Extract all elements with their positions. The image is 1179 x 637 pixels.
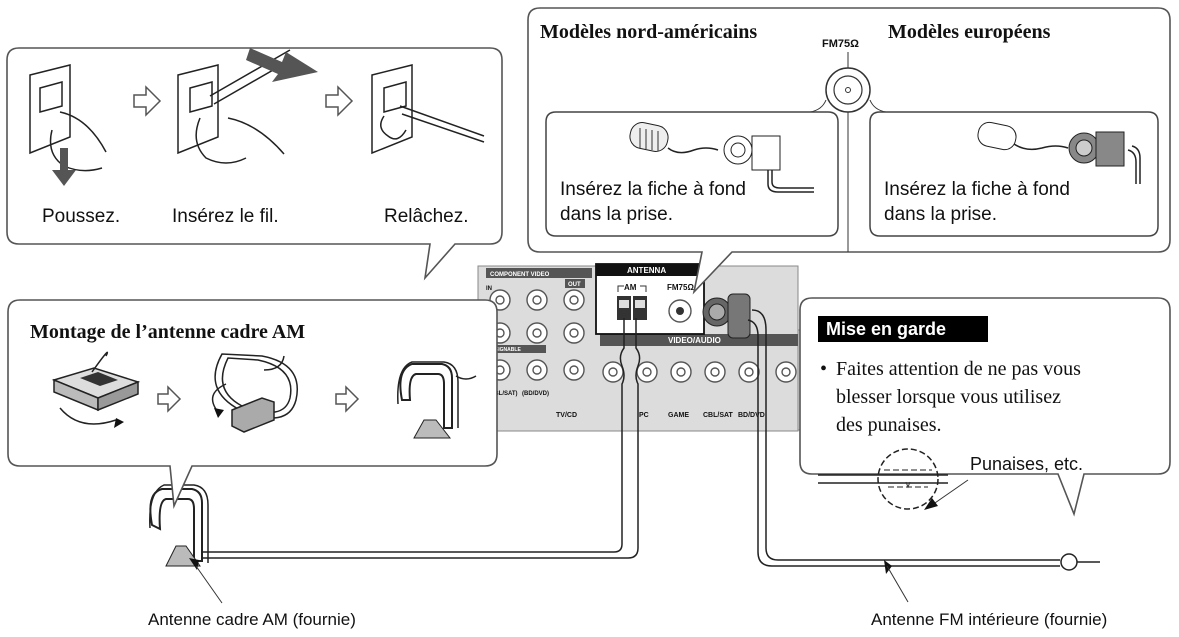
fm-jack-icon — [825, 67, 871, 113]
step-release-label: Relâchez. — [384, 206, 469, 227]
north-american-title: Modèles nord-américains — [540, 21, 757, 43]
step-release-illustration — [371, 64, 485, 155]
fm-antenna-pointer — [884, 560, 909, 603]
caution-title: Mise en garde — [826, 319, 946, 339]
arrow-right-outline-icon — [157, 385, 182, 413]
fm-terminal-label: FM75Ω — [667, 283, 694, 292]
svg-text:BD/DVD: BD/DVD — [738, 412, 765, 419]
arrow-left-icon — [246, 48, 318, 82]
caution-line2: blesser lorsque vous utilisez — [836, 386, 1061, 408]
svg-text:PC: PC — [639, 412, 649, 419]
am-assembly-callout: Montage de l’antenne cadre AM — [7, 299, 498, 510]
am-loop-antenna — [149, 484, 209, 567]
caution-title-bar — [818, 316, 988, 342]
step-push-label: Poussez. — [42, 206, 120, 227]
step-push-illustration — [29, 64, 107, 186]
fm-antenna-caption: Antenne FM intérieure (fournie) — [871, 610, 1107, 629]
input-labels: TV/CD PC GAME CBL/SAT BD/DVD — [556, 412, 765, 419]
cbl-sat-label: (CBL/SAT) — [488, 391, 518, 397]
caution-line1: Faites attention de ne pas vous — [836, 358, 1081, 380]
component-jacks — [489, 289, 585, 381]
na-instruction-line2: dans la prise. — [560, 204, 673, 225]
caution-callout: Mise en garde • Faites attention de ne p… — [799, 297, 1171, 517]
eu-plug-illustration — [977, 121, 1141, 184]
fm-antenna-wire — [747, 309, 1100, 571]
arrow-right-outline-icon — [335, 385, 360, 413]
fm-connector-callout: Modèles nord-américains Modèles européen… — [527, 7, 1171, 295]
am-assembly-title: Montage de l’antenne cadre AM — [30, 321, 305, 343]
assignable-label: ASSIGNABLE — [488, 347, 521, 353]
am-terminal-label: AM — [624, 283, 637, 292]
thumbtack-icon — [818, 448, 948, 510]
svg-text:GAME: GAME — [668, 412, 689, 419]
am-antenna-caption: Antenne cadre AM (fournie) — [148, 610, 356, 629]
rear-panel: COMPONENT VIDEO IN OUT ASSIGNABLE (CBL/S… — [477, 263, 831, 432]
component-video-label: COMPONENT VIDEO — [490, 272, 550, 278]
in-label: IN — [486, 286, 492, 292]
caution-line3: des punaises. — [836, 414, 942, 436]
antenna-header: ANTENNA — [627, 266, 666, 275]
pin-label: Punaises, etc. — [970, 454, 1083, 474]
am-assembly-step1 — [51, 351, 141, 428]
out-label: OUT — [568, 282, 581, 288]
video-audio-label: VIDEO/AUDIO — [668, 336, 721, 345]
bd-dvd-label: (BD/DVD) — [522, 391, 549, 397]
clamp-steps-callout: Poussez. Insérez le fil. Relâchez. — [6, 47, 503, 281]
step-insert-label: Insérez le fil. — [172, 206, 279, 227]
arrow-right-outline-icon — [133, 85, 162, 117]
svg-text:CBL/SAT: CBL/SAT — [703, 412, 734, 419]
european-title: Modèles européens — [888, 21, 1051, 43]
am-assembly-step2 — [211, 353, 298, 433]
am-antenna-wire — [200, 318, 641, 559]
eu-instruction-line1: Insérez la fiche à fond — [884, 179, 1070, 200]
arrow-down-icon — [52, 148, 76, 186]
eu-instruction-line2: dans la prise. — [884, 204, 997, 225]
fm-plug — [702, 293, 751, 339]
antenna-terminals: ANTENNA AM FM75Ω — [595, 263, 705, 335]
am-antenna-pointer — [189, 558, 223, 604]
fm75-label: FM75Ω — [822, 38, 859, 50]
caution-bullet: • — [820, 358, 827, 380]
arrow-right-outline-icon — [325, 85, 354, 117]
svg-text:TV/CD: TV/CD — [556, 412, 577, 419]
step-insert-illustration — [177, 48, 318, 164]
am-assembly-step3 — [397, 361, 477, 439]
na-instruction-line1: Insérez la fiche à fond — [560, 179, 746, 200]
pin-pointer — [924, 479, 969, 510]
na-plug-illustration — [629, 122, 814, 193]
